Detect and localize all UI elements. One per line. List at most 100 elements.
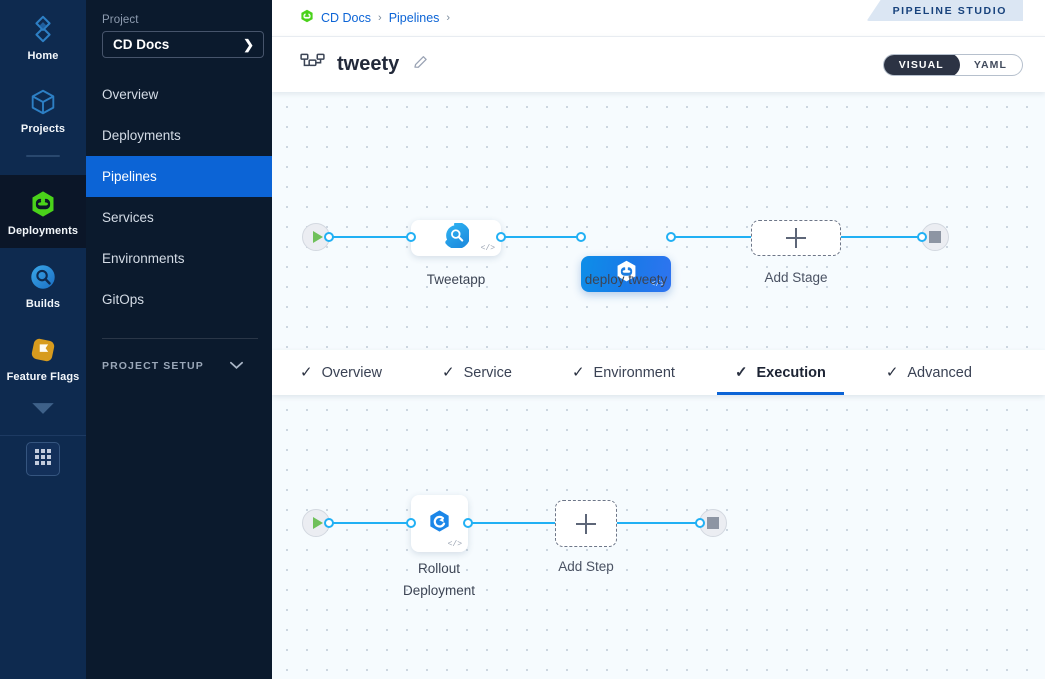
project-setup-toggle[interactable]: PROJECT SETUP: [86, 339, 272, 375]
stage-node-tweetapp[interactable]: </>: [411, 220, 501, 256]
page-title: tweety: [337, 53, 400, 75]
sidebar-section-label: Project: [102, 14, 139, 26]
step-caption-rollout-deployment: Rollout Deployment: [402, 561, 476, 598]
stage-in-port[interactable]: [576, 232, 586, 242]
tab-label: Advanced: [907, 364, 972, 381]
pipeline-title-bar: tweety VISUAL YAML: [272, 36, 1045, 92]
rail-divider: [26, 155, 60, 158]
stage-node-deploy-tweety[interactable]: </>: [581, 256, 671, 292]
stage-caption-deploy-tweety: deploy tweety: [584, 272, 668, 287]
deployments-hex-icon: [28, 189, 58, 219]
end-port[interactable]: [695, 518, 705, 528]
sidebar-item-overview[interactable]: Overview: [86, 74, 272, 115]
sidebar-item-deployments[interactable]: Deployments: [86, 115, 272, 156]
rail-label-deployments: Deployments: [7, 225, 79, 238]
sidebar-item-pipelines[interactable]: Pipelines: [86, 156, 272, 197]
breadcrumb-link-pipelines[interactable]: Pipelines: [388, 11, 440, 25]
check-icon: ✓: [571, 364, 585, 381]
add-step-button[interactable]: [555, 500, 617, 547]
step-in-port[interactable]: [406, 518, 416, 528]
app-grid-button[interactable]: [26, 442, 60, 477]
rail-divider-wrap: [0, 145, 86, 176]
plus-icon: [576, 513, 596, 534]
rail-item-builds[interactable]: Builds: [0, 247, 86, 321]
check-icon: ✓: [734, 364, 748, 381]
connector-line: [329, 522, 411, 525]
sidebar-item-label: Overview: [102, 87, 159, 102]
tab-label: Execution: [756, 364, 826, 381]
add-stage-label: Add Stage: [764, 270, 828, 285]
sidebar-item-services[interactable]: Services: [86, 197, 272, 238]
project-sidebar: Project CD Docs ❯ Overview Deployments P…: [86, 0, 272, 679]
start-port[interactable]: [324, 232, 334, 242]
project-setup-label: PROJECT SETUP: [102, 360, 204, 372]
stop-icon: [929, 231, 941, 243]
rail-label-feature-flags: Feature Flags: [6, 370, 80, 383]
check-icon: ✓: [885, 364, 899, 381]
stage-graph-canvas[interactable]: </> Tweetapp </>: [272, 92, 1045, 350]
end-port[interactable]: [917, 232, 927, 242]
connector-line: [841, 236, 924, 239]
stage-out-port[interactable]: [666, 232, 676, 242]
primary-nav-rail: Home Projects: [0, 0, 86, 679]
pencil-icon[interactable]: [412, 54, 429, 76]
stage-code-tag: </>: [480, 244, 495, 253]
view-mode-toggle[interactable]: VISUAL YAML: [882, 53, 1023, 76]
app-grid-icon: [35, 448, 51, 470]
connector-line: [671, 236, 751, 239]
tab-environment[interactable]: ✓ Environment: [572, 350, 699, 395]
project-selector[interactable]: CD Docs ❯: [102, 31, 264, 58]
rail-item-home[interactable]: Home: [0, 0, 86, 73]
builds-icon: [28, 262, 58, 292]
stage-tab-bar: ✓ Overview ✓ Service ✓ Environment ✓ Exe…: [272, 350, 1045, 395]
rail-item-feature-flags[interactable]: Feature Flags: [0, 320, 86, 394]
connector-line: [329, 236, 411, 239]
rail-label-projects: Projects: [20, 122, 66, 135]
play-icon: [312, 517, 323, 529]
sidebar-item-label: Environments: [102, 251, 185, 266]
sidebar-item-label: Deployments: [102, 128, 181, 143]
step-node-rollout-deployment[interactable]: </>: [411, 495, 468, 552]
sidebar-item-environments[interactable]: Environments: [86, 238, 272, 279]
connector-line: [617, 522, 700, 525]
stage-out-port[interactable]: [496, 232, 506, 242]
cube-icon: [28, 87, 58, 117]
main-region: PIPELINE STUDIO CD Docs › Pipelines ›: [272, 0, 1045, 679]
rail-item-projects[interactable]: Projects: [0, 72, 86, 146]
tab-label: Environment: [593, 364, 675, 381]
sidebar-divider: [102, 338, 258, 339]
stop-icon: [707, 517, 719, 529]
start-port[interactable]: [324, 518, 334, 528]
connector-line: [468, 522, 555, 525]
harness-hex-icon: [614, 259, 639, 289]
tab-overview[interactable]: ✓ Overview: [300, 350, 406, 395]
tab-advanced[interactable]: ✓ Advanced: [886, 350, 996, 395]
add-stage-button[interactable]: [751, 220, 841, 256]
breadcrumb-separator: ›: [446, 12, 451, 24]
pipeline-tree-icon: [300, 53, 325, 77]
tab-label: Overview: [321, 364, 383, 381]
tab-execution[interactable]: ✓ Execution: [716, 350, 850, 395]
toggle-option-yaml[interactable]: YAML: [973, 58, 1007, 71]
tab-service[interactable]: ✓ Service: [442, 350, 536, 395]
sidebar-item-gitops[interactable]: GitOps: [86, 279, 272, 320]
execution-graph: </> Rollout Deployment Add Step: [272, 395, 1045, 679]
stage-in-port[interactable]: [406, 232, 416, 242]
stage-code-tag: </>: [650, 280, 665, 289]
ci-build-icon: [444, 221, 470, 253]
execution-graph-canvas[interactable]: </> Rollout Deployment Add Step: [272, 395, 1045, 679]
breadcrumb-link-cd-docs[interactable]: CD Docs: [321, 11, 372, 25]
sidebar-nav-list: Overview Deployments Pipelines Services …: [86, 74, 272, 320]
rail-label-builds: Builds: [25, 297, 61, 310]
step-out-port[interactable]: [463, 518, 473, 528]
rail-item-deployments[interactable]: Deployments: [0, 175, 86, 248]
rail-bottom-area: [0, 435, 86, 679]
home-diamond-icon: [28, 14, 58, 44]
add-step-label: Add Step: [558, 559, 614, 574]
chevron-down-icon: [30, 401, 56, 421]
connector-line: [501, 236, 583, 239]
rail-more-caret[interactable]: [0, 393, 86, 436]
rail-label-home: Home: [27, 50, 59, 62]
toggle-option-visual[interactable]: VISUAL: [883, 54, 960, 75]
